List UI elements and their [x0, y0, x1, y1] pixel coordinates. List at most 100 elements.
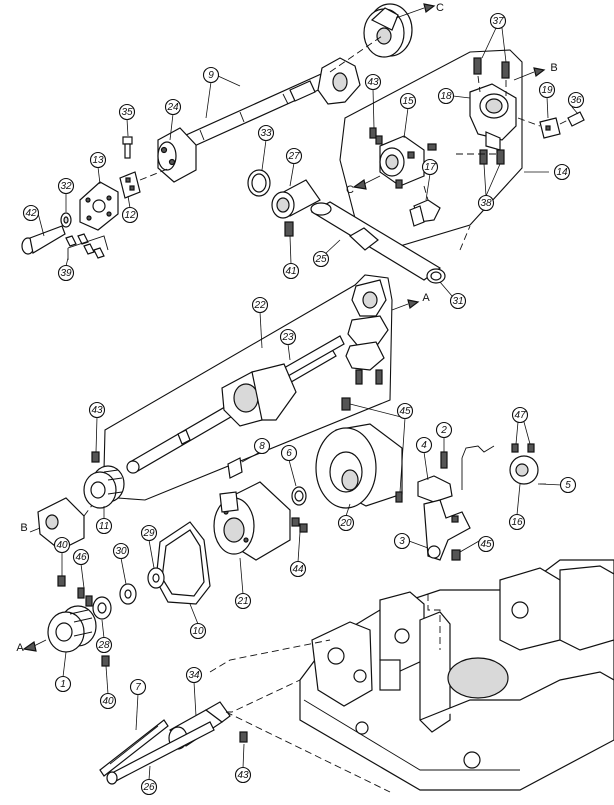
- callout-b28: 28: [95, 636, 113, 654]
- callout-b4: 4: [415, 436, 433, 454]
- callout-number: 43: [237, 770, 249, 781]
- callout-b25: 25: [312, 250, 330, 268]
- callout-circle: [57, 177, 75, 195]
- callout-b20: 20: [337, 514, 355, 532]
- callout-b39: 39: [57, 264, 75, 282]
- part-39-screws: [65, 233, 109, 260]
- callout-b33: 33: [257, 124, 275, 142]
- centerline-d: [209, 639, 331, 673]
- callout-circle: [234, 592, 252, 610]
- callout-number: 39: [60, 268, 72, 279]
- view-letter-B1: B: [550, 62, 557, 74]
- callout-number: 36: [570, 95, 582, 106]
- part-42-bolt: [21, 225, 66, 255]
- callout-number: 44: [292, 564, 304, 575]
- view-arrow-c-top: [395, 3, 436, 19]
- callout-circle: [57, 264, 75, 282]
- callout-b24: 24: [164, 98, 182, 116]
- callout-b36: 36: [567, 91, 585, 109]
- callout-number: 20: [339, 518, 352, 529]
- callout-number: 25: [314, 254, 327, 265]
- callout-circle: [251, 296, 269, 314]
- callout-number: 9: [208, 70, 214, 81]
- callout-b6: 6: [280, 444, 298, 462]
- part-35-screw: [122, 136, 133, 159]
- callout-b30: 30: [112, 542, 130, 560]
- callout-circle: [121, 206, 139, 224]
- callout-b17: 17: [421, 158, 439, 176]
- callout-b35: 35: [118, 103, 136, 121]
- callout-circle: [449, 292, 467, 310]
- callout-b16: 16: [508, 513, 526, 531]
- view-arrow-a-low: [22, 639, 47, 652]
- part-25-shaft: [310, 201, 442, 281]
- callout-circle: [95, 636, 113, 654]
- callout-number: 19: [541, 85, 553, 96]
- part-43-screw-bottom: [239, 731, 248, 743]
- callout-circle: [567, 91, 585, 109]
- callout-number: 16: [511, 517, 523, 528]
- callout-number: 45: [480, 539, 492, 550]
- callout-circle: [364, 73, 382, 91]
- callout-circle: [118, 103, 136, 121]
- callout-b34: 34: [185, 666, 203, 684]
- callout-circle: [164, 98, 182, 116]
- callout-b7: 7: [129, 678, 147, 696]
- callout-number: 33: [260, 128, 272, 139]
- part-40-screw-b: [101, 655, 110, 667]
- callout-circle: [72, 548, 90, 566]
- callout-b38: 38: [477, 194, 495, 212]
- part-16-collar: [509, 455, 539, 485]
- centerline-c: [225, 711, 391, 793]
- part-19-clip: [539, 117, 561, 139]
- callout-number: 34: [188, 670, 200, 681]
- callout-b45a: 45: [396, 402, 414, 420]
- callout-number: 11: [99, 521, 109, 532]
- callout-number: 3: [399, 536, 405, 547]
- callout-b22: 22: [251, 296, 269, 314]
- part-7-key-strip: [99, 719, 169, 777]
- callout-circle: [415, 436, 433, 454]
- callout-b5: 5: [559, 476, 577, 494]
- crank-weights: [221, 363, 297, 427]
- callout-circle: [99, 692, 117, 710]
- callout-b10: 10: [189, 622, 207, 640]
- part-b-hub: [37, 497, 97, 551]
- callout-b27: 27: [285, 147, 303, 165]
- callout-circle: [559, 476, 577, 494]
- callout-b44: 44: [289, 560, 307, 578]
- callout-b19: 19: [538, 81, 556, 99]
- part-12-block: [119, 171, 141, 199]
- callout-b18: 18: [437, 87, 455, 105]
- callout-circle: [280, 444, 298, 462]
- callout-number: 29: [142, 528, 155, 539]
- callout-circle: [435, 421, 453, 439]
- callout-b45b: 45: [477, 535, 495, 553]
- callout-b43b: 43: [88, 401, 106, 419]
- callout-circle: [189, 622, 207, 640]
- view-letter-A1: A: [422, 292, 430, 304]
- callout-circle: [22, 204, 40, 222]
- callout-b41: 41: [282, 262, 300, 280]
- part-3-bracket: [423, 499, 471, 561]
- part-27-bushing: [271, 179, 321, 219]
- part-45-screw-side: [395, 491, 403, 503]
- callout-number: 5: [565, 480, 571, 491]
- callout-circle: [285, 147, 303, 165]
- view-letter-C2: C: [346, 184, 354, 196]
- view-arrow-b-top: [513, 67, 546, 81]
- part-13-plate: [79, 181, 119, 231]
- callout-number: 10: [192, 626, 204, 637]
- callout-b12: 12: [121, 206, 139, 224]
- callout-number: 13: [92, 155, 104, 166]
- part-41-setscrew: [284, 221, 294, 237]
- callout-number: 31: [452, 296, 463, 307]
- callout-circle: [553, 163, 571, 181]
- callout-number: 23: [281, 332, 294, 343]
- callout-number: 22: [253, 300, 266, 311]
- part-38-screws: [479, 149, 505, 165]
- callout-circle: [140, 778, 158, 796]
- callout-b2: 2: [435, 421, 453, 439]
